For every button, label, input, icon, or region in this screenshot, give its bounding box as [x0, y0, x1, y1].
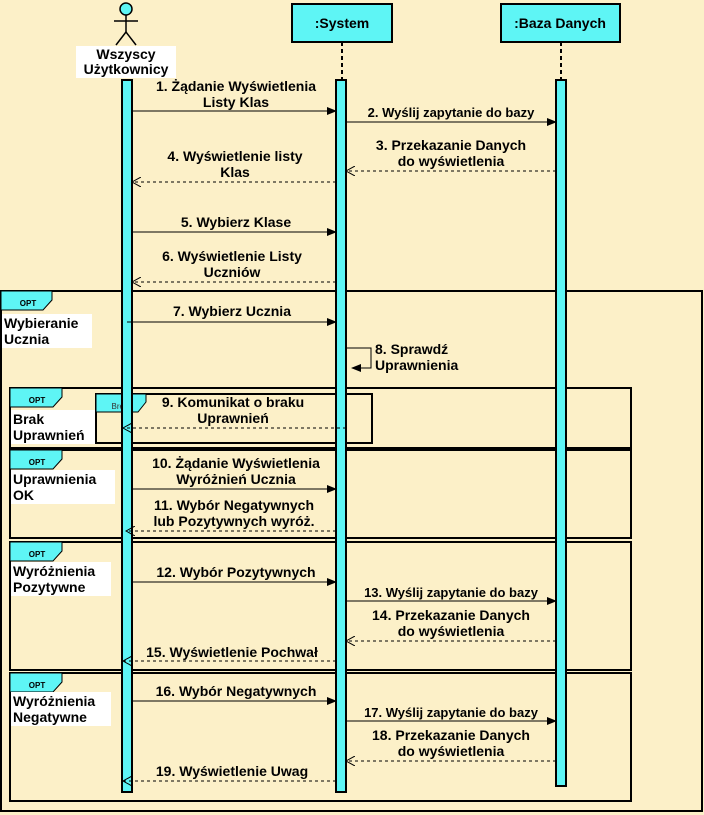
svg-text:3. Przekazanie Danych: 3. Przekazanie Danych: [376, 137, 526, 153]
fragment-ok-tag: OPT: [29, 458, 46, 467]
svg-text:19. Wyświetlenie Uwag: 19. Wyświetlenie Uwag: [156, 763, 308, 779]
fragment-wybieranie-guard-2: Ucznia: [4, 331, 49, 347]
message-4: 4. Wyświetlenie listy Klas: [132, 148, 336, 182]
system-participant-label: :System: [315, 15, 369, 31]
message-12: 12. Wybór Pozytywnych: [132, 564, 337, 586]
fragment-wybieranie-tag: OPT: [20, 299, 37, 308]
message-9: 9. Komunikat o braku Uprawnień: [123, 394, 346, 428]
svg-text:13. Wyślij zapytanie do bazy: 13. Wyślij zapytanie do bazy: [364, 585, 539, 600]
fragment-poz: OPT Wyróżnienia Pozytywne: [9, 541, 632, 671]
svg-text:1. Żądanie Wyświetlenia: 1. Żądanie Wyświetlenia: [156, 78, 316, 94]
message-7: 7. Wybierz Ucznia: [127, 303, 337, 326]
svg-text:10. Żądanie Wyświetlenia: 10. Żądanie Wyświetlenia: [152, 455, 320, 471]
svg-text:do wyświetlenia: do wyświetlenia: [398, 623, 505, 639]
message-10: 10. Żądanie Wyświetlenia Wyróżnień Uczni…: [132, 455, 337, 493]
message-15: 15. Wyświetlenie Pochwał: [123, 644, 336, 661]
fragment-brak: OPT Brak Uprawnień: [9, 387, 632, 449]
message-17: 17. Wyślij zapytanie do bazy: [346, 705, 557, 725]
message-2: 2. Wyślij zapytanie do bazy: [346, 105, 557, 126]
message-19: 19. Wyświetlenie Uwag: [123, 763, 336, 781]
svg-text:9. Komunikat o braku: 9. Komunikat o braku: [162, 394, 304, 410]
svg-text:Listy Klas: Listy Klas: [203, 94, 269, 110]
svg-text:Wyróżnień Ucznia: Wyróżnień Ucznia: [176, 471, 296, 487]
message-1: 1. Żądanie Wyświetlenia Listy Klas: [132, 78, 337, 115]
svg-text:12. Wybór Pozytywnych: 12. Wybór Pozytywnych: [156, 564, 315, 580]
actor-name-1: Wszyscy: [96, 46, 155, 62]
message-11: 11. Wybór Negatywnych lub Pozytywnych wy…: [126, 497, 336, 531]
fragment-neg: OPT Wyróżnienia Negatywne: [9, 672, 632, 802]
system-activation: [335, 79, 347, 793]
svg-text:7. Wybierz Ucznia: 7. Wybierz Ucznia: [173, 303, 291, 319]
actor-name-2: Użytkownicy: [84, 61, 169, 77]
message-16: 16. Wybór Negatywnych: [132, 683, 337, 705]
message-3: 3. Przekazanie Danych do wyświetlenia: [346, 137, 556, 171]
svg-text:Uczniów: Uczniów: [204, 264, 261, 280]
fragment-poz-tag: OPT: [29, 550, 46, 559]
message-14: 14. Przekazanie Danych do wyświetlenia: [346, 607, 556, 641]
message-5: 5. Wybierz Klase: [132, 214, 337, 236]
svg-text:15. Wyświetlenie Pochwał: 15. Wyświetlenie Pochwał: [146, 644, 318, 660]
message-8-self: 8. Sprawdź Uprawnienia: [346, 341, 458, 373]
db-participant-label: :Baza Danych: [514, 15, 606, 31]
svg-text:do wyświetlenia: do wyświetlenia: [398, 153, 505, 169]
svg-text:8. Sprawdź: 8. Sprawdź: [375, 341, 448, 357]
fragment-ok-guard-2: OK: [13, 487, 34, 503]
fragment-neg-guard-2: Negatywne: [13, 709, 87, 725]
fragment-neg-guard-1: Wyróżnienia: [13, 693, 95, 709]
fragment-poz-guard-2: Pozytywne: [13, 579, 86, 595]
svg-text:Uprawnienia: Uprawnienia: [375, 357, 458, 373]
fragment-poz-guard-1: Wyróżnienia: [13, 563, 95, 579]
svg-text:17. Wyślij zapytanie do bazy: 17. Wyślij zapytanie do bazy: [364, 705, 539, 720]
system-participant: [291, 3, 393, 43]
svg-text:2. Wyślij zapytanie do bazy: 2. Wyślij zapytanie do bazy: [368, 105, 535, 120]
fragment-neg-tag: OPT: [29, 681, 46, 690]
fragment-wybieranie-guard-1: Wybieranie: [4, 315, 79, 331]
svg-text:do wyświetlenia: do wyświetlenia: [398, 743, 505, 759]
message-6: 6. Wyświetlenie Listy Uczniów: [132, 248, 336, 282]
fragment-wybieranie: OPT Wybieranie Ucznia: [0, 290, 703, 812]
fragment-brak-guard-2: Uprawnień: [13, 427, 85, 443]
actor-label-bg: [76, 46, 176, 78]
svg-text:Klas: Klas: [220, 164, 250, 180]
svg-text:16. Wybór Negatywnych: 16. Wybór Negatywnych: [156, 683, 317, 699]
message-13: 13. Wyślij zapytanie do bazy: [346, 585, 557, 605]
svg-text:6. Wyświetlenie Listy: 6. Wyświetlenie Listy: [162, 248, 302, 264]
fragment-ok-guard-1: Uprawnienia: [13, 471, 96, 487]
svg-text:11. Wybór Negatywnych: 11. Wybór Negatywnych: [154, 497, 314, 513]
fragment-brak-tag: OPT: [29, 396, 46, 405]
svg-text:lub Pozytywnych wyróż.: lub Pozytywnych wyróż.: [153, 513, 314, 529]
actor-activation: [121, 79, 133, 793]
svg-text:4. Wyświetlenie listy: 4. Wyświetlenie listy: [167, 148, 302, 164]
svg-text:14. Przekazanie Danych: 14. Przekazanie Danych: [372, 607, 530, 623]
svg-text:5. Wybierz Klase: 5. Wybierz Klase: [181, 214, 291, 230]
svg-text:18. Przekazanie Danych: 18. Przekazanie Danych: [372, 727, 530, 743]
svg-text:Uprawnień: Uprawnień: [197, 410, 269, 426]
fragment-ok: OPT Uprawnienia OK: [9, 449, 632, 539]
db-activation: [555, 79, 567, 787]
message-18: 18. Przekazanie Danych do wyświetlenia: [346, 727, 556, 761]
fragment-brak-guard-1: Brak: [13, 411, 44, 427]
actor-figure: [114, 2, 138, 46]
